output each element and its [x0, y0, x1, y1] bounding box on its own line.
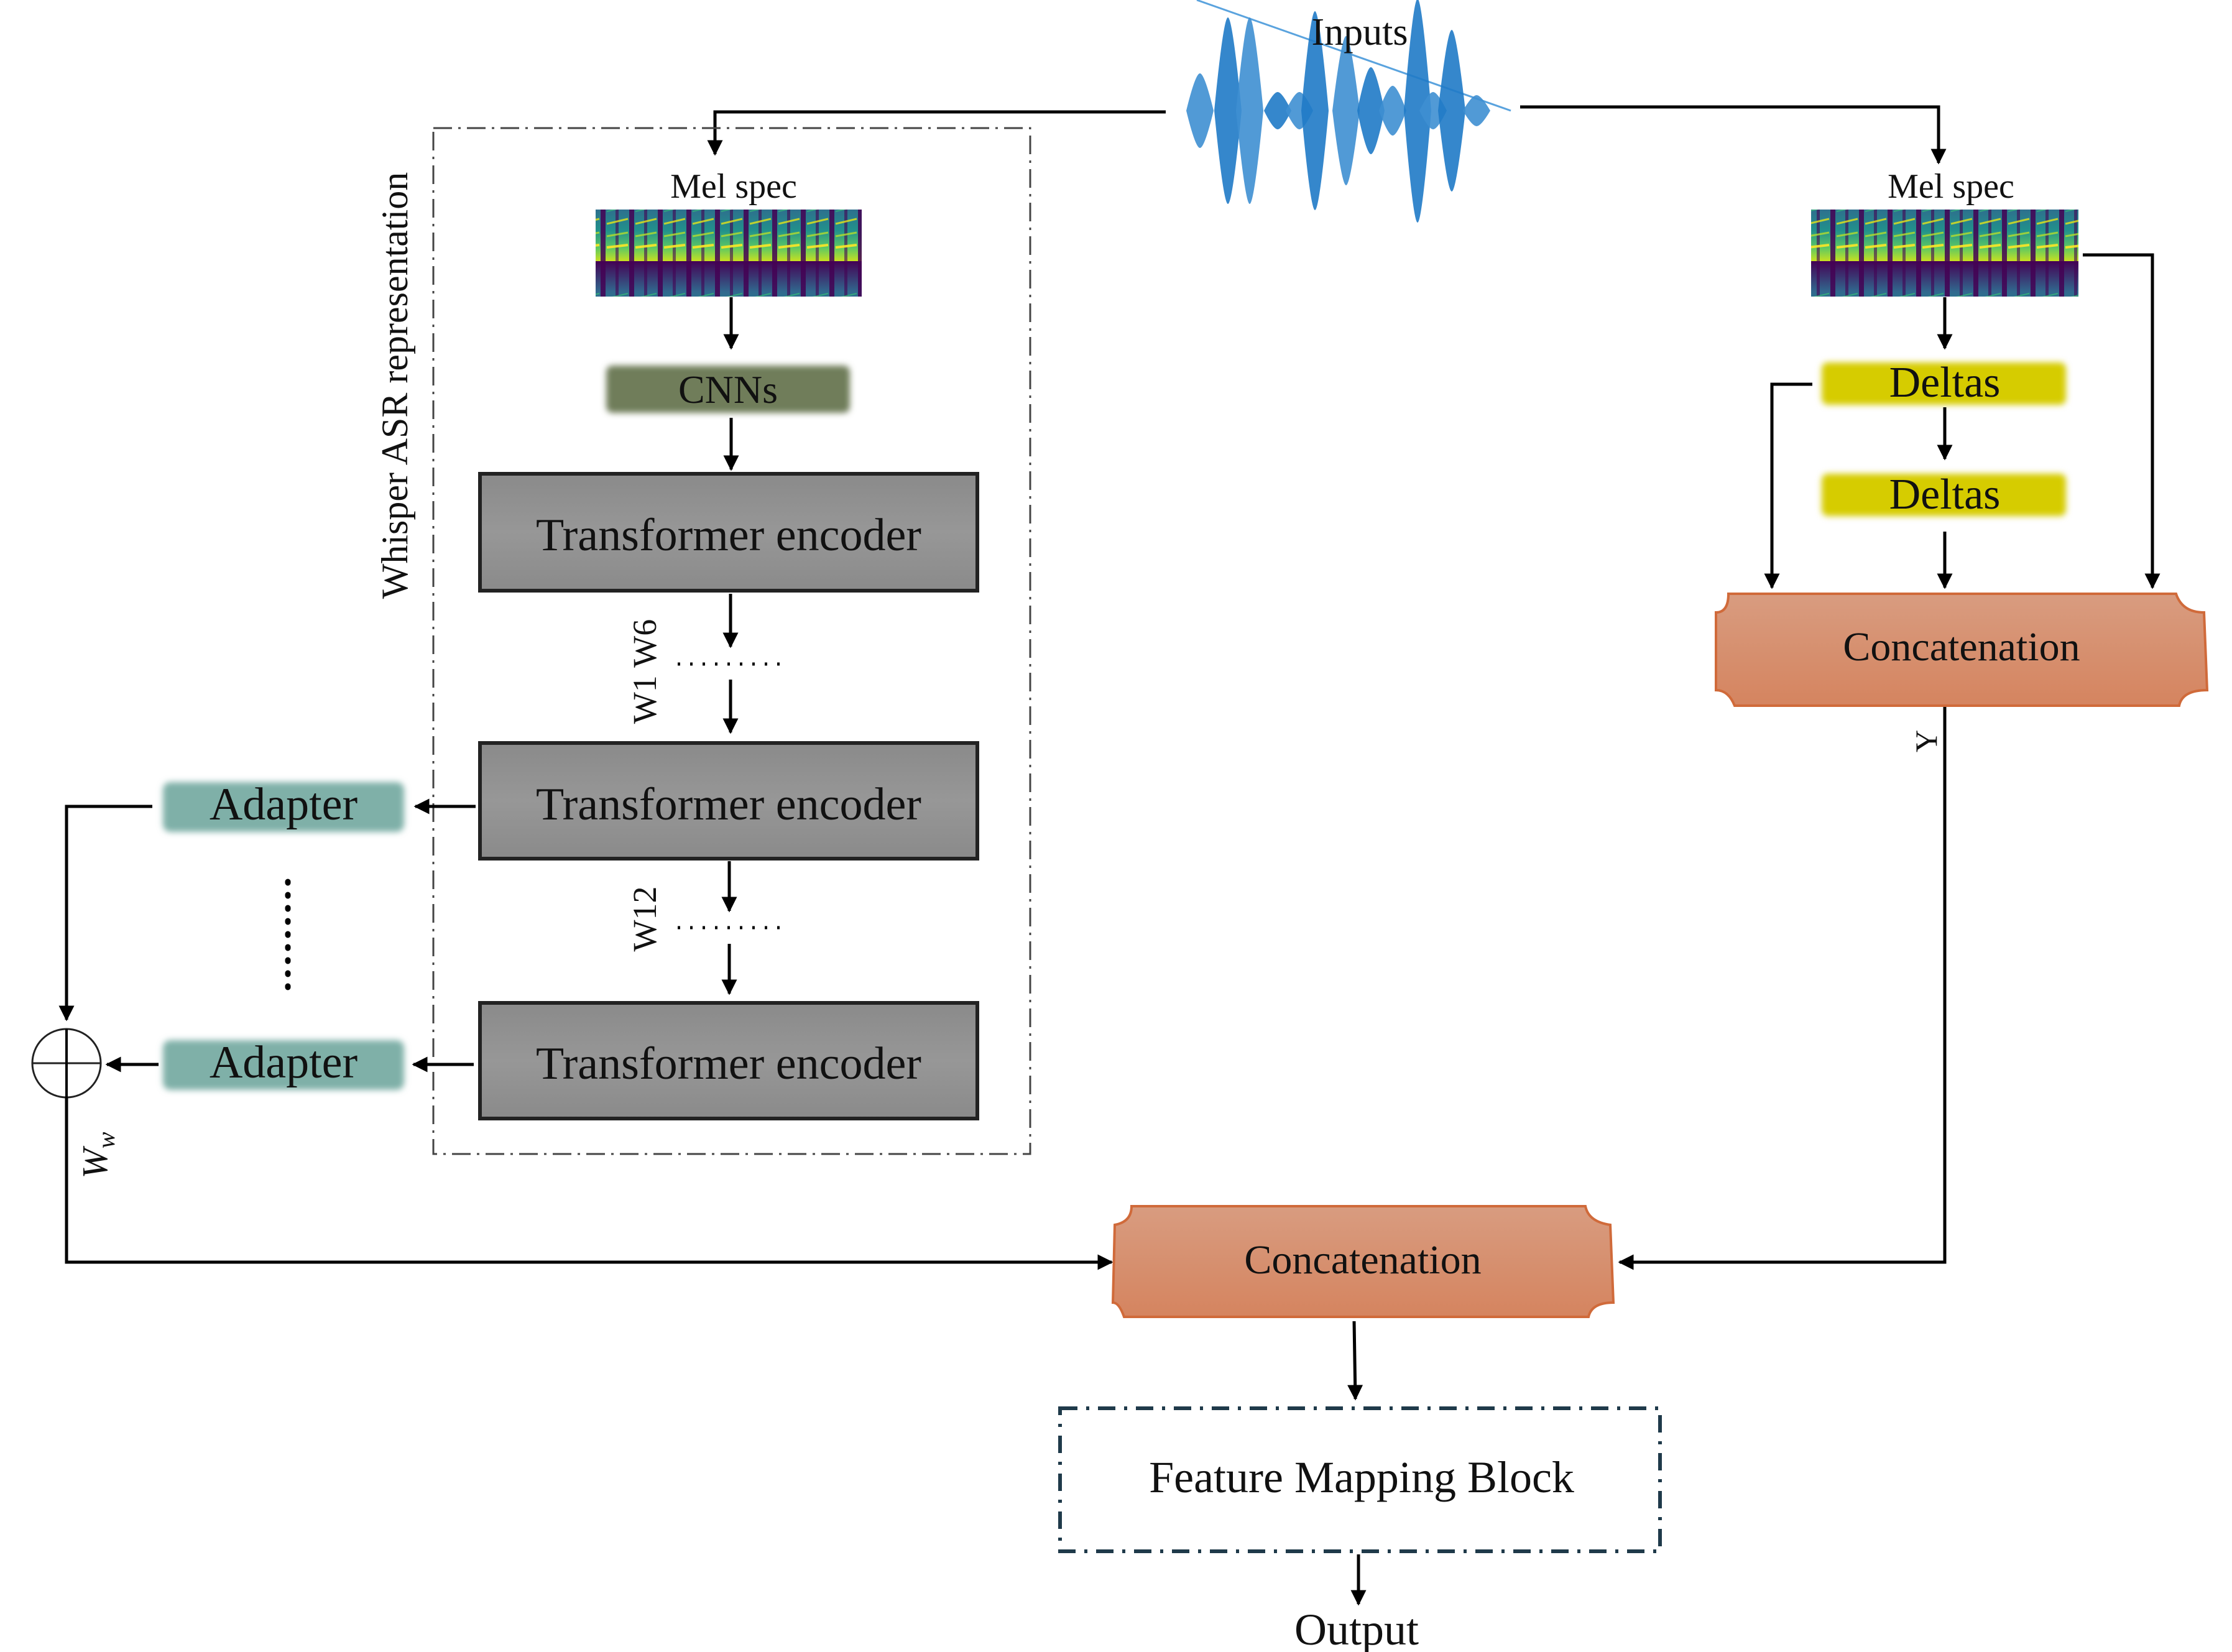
cnn-block: CNNs	[606, 366, 850, 413]
encoder-3-label: Transformer encoder	[536, 1038, 921, 1089]
waveform-burst	[1264, 92, 1291, 129]
concat-fusion-label: Concatenation	[1244, 1237, 1481, 1283]
waveform-burst	[1301, 11, 1329, 210]
inputs-block: Inputs	[1186, 0, 1511, 223]
svg-text:Ww: Ww	[75, 1132, 120, 1178]
adapter-1-label: Adapter	[210, 779, 357, 830]
sum-weight-main: W	[75, 1146, 115, 1179]
input-arrow-right	[1520, 105, 1947, 165]
encoder-1-label: Transformer encoder	[536, 510, 921, 561]
adapter-1: Adapter	[163, 779, 404, 832]
concatenation-block-fusion: Concatenation	[1111, 1205, 1615, 1318]
arrow-y-to-concat	[1618, 707, 1947, 1270]
concat-right-label: Concatenation	[1843, 624, 2080, 670]
output-label: Output	[1294, 1605, 1419, 1652]
waveform-icon	[1186, 0, 1511, 223]
weight-label-w12: W12	[626, 887, 663, 952]
circled-plus-icon	[31, 1028, 102, 1099]
sum-weight-label: Ww	[75, 1132, 120, 1178]
waveform-burst	[1214, 17, 1242, 204]
whisper-group-frame	[432, 127, 1031, 1155]
adapter-2: Adapter	[163, 1037, 404, 1090]
mel-spectrogram-left	[596, 210, 862, 297]
concatenation-block-right: Concatenation	[1715, 593, 2209, 707]
y-label: Y	[1909, 730, 1944, 752]
encoder-2-label: Transformer encoder	[536, 779, 921, 830]
whisper-group-label: Whisper ASR representation	[374, 172, 415, 599]
inputs-label: Inputs	[1312, 11, 1408, 53]
mel-spec-label-right: Mel spec	[1888, 167, 2014, 206]
deltas-2-label: Deltas	[1889, 471, 2001, 519]
mel-spec-label-left: Mel spec	[670, 167, 797, 206]
deltas-block-2: Deltas	[1822, 471, 2066, 519]
transformer-encoder-1: Transformer encoder	[478, 472, 979, 593]
waveform-burst	[1236, 17, 1263, 204]
sum-weight-subscript: w	[92, 1132, 120, 1148]
waveform-burst	[1357, 67, 1385, 154]
adapter-2-label: Adapter	[210, 1037, 357, 1088]
waveform-burst	[1186, 73, 1214, 148]
waveform-burst	[1404, 0, 1431, 223]
input-arrow-left	[707, 110, 1166, 156]
waveform-burst	[1332, 36, 1360, 185]
deltas-1-label: Deltas	[1889, 359, 2001, 407]
arrow-sum-to-concat	[65, 1097, 1114, 1270]
arrow-concat-to-mapping	[1347, 1321, 1363, 1401]
cnn-label: CNNs	[678, 367, 778, 412]
waveform-burst	[1379, 86, 1406, 136]
waveform-burst	[1438, 30, 1465, 192]
feature-mapping-block: Feature Mapping Block	[1058, 1406, 1662, 1553]
feature-mapping-label: Feature Mapping Block	[1149, 1452, 1574, 1502]
transformer-encoder-2: Transformer encoder	[478, 741, 979, 861]
transformer-encoder-3: Transformer encoder	[478, 1001, 979, 1120]
weight-label-w1-w6: W1 W6	[626, 619, 663, 724]
deltas-block-1: Deltas	[1822, 359, 2066, 407]
mel-spectrogram-right	[1811, 210, 2078, 297]
waveform-burst	[1463, 95, 1490, 126]
arrow-mel-to-concat	[2083, 253, 2161, 589]
arrow-adapter1-to-sum	[58, 805, 152, 1022]
arrow-deltas1-to-concat	[1764, 382, 1812, 589]
